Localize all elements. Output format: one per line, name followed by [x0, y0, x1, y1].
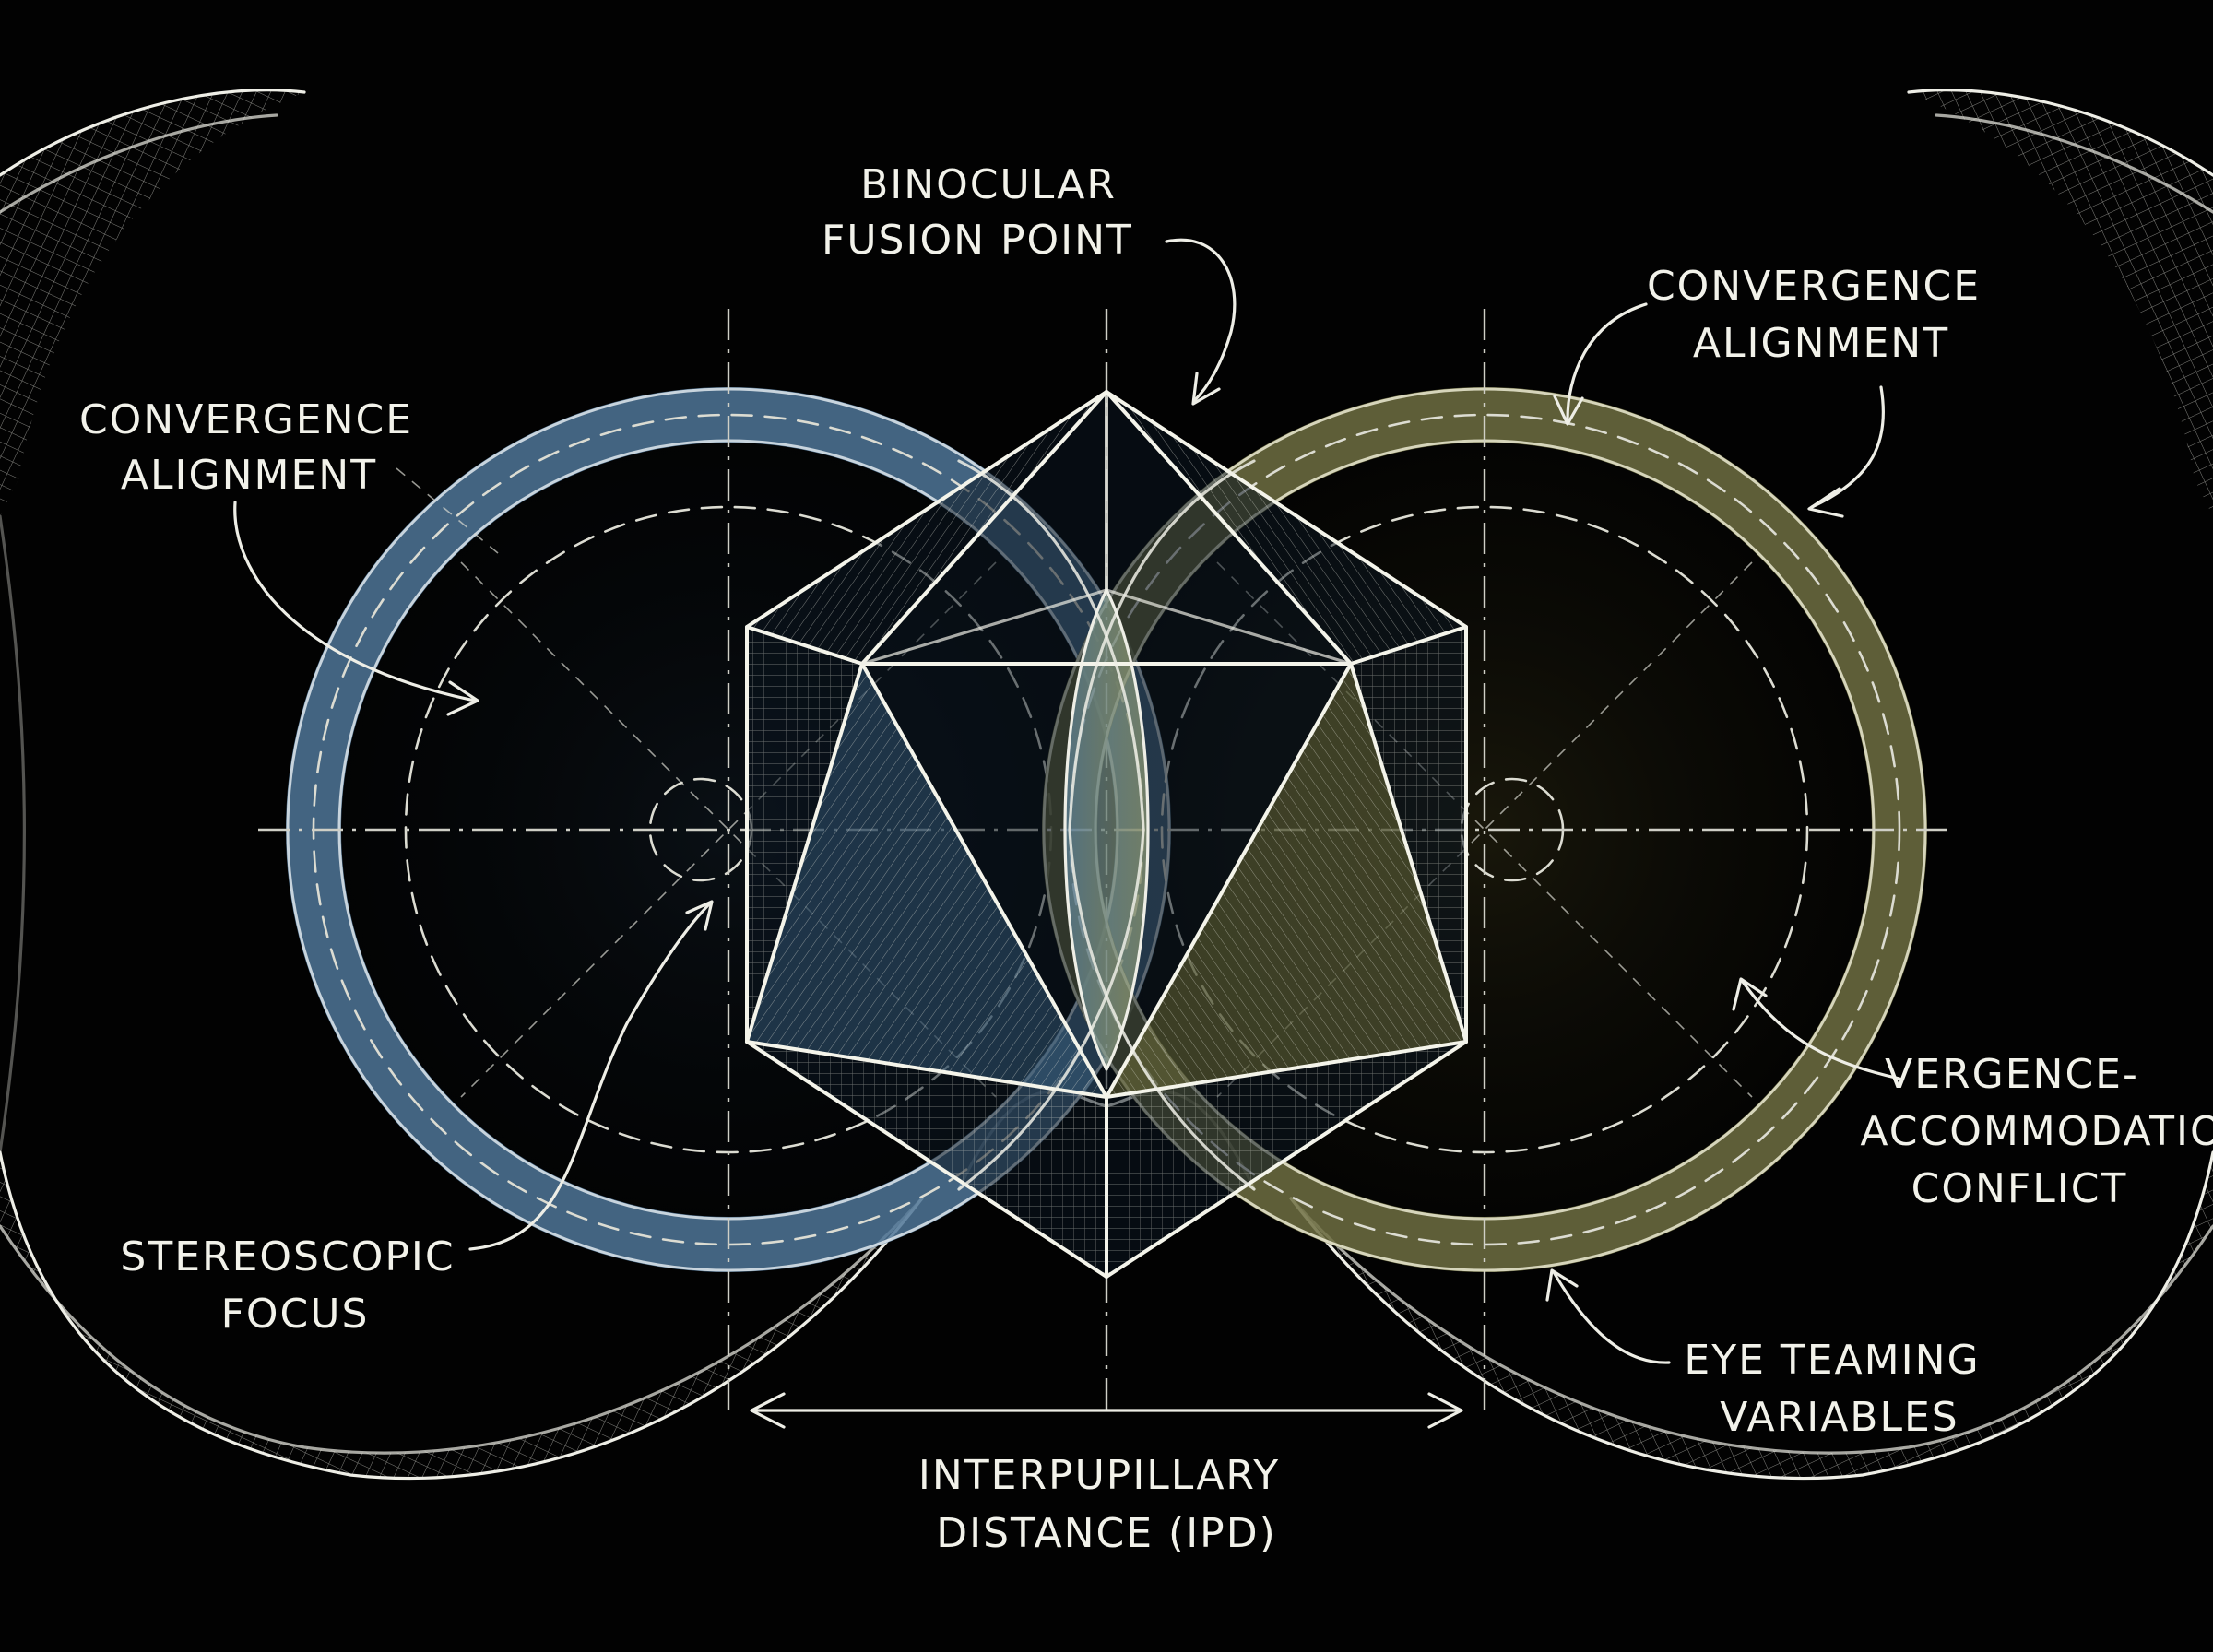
label-eye-teaming-variables: EYE TEAMING VARIABLES	[1684, 1337, 1994, 1441]
arrow-eye-teaming	[1554, 1272, 1669, 1363]
arrow-fusion-point	[1166, 240, 1235, 401]
label-stereoscopic-focus: STEREOSCOPIC FOCUS	[120, 1233, 469, 1338]
label-convergence-alignment-right: CONVERGENCE ALIGNMENT	[1647, 263, 1995, 367]
label-interpupillary-distance: INTERPUPILLARY DISTANCE (IPD)	[918, 1452, 1295, 1557]
label-binocular-fusion-point: BINOCULAR FUSION POINT	[822, 161, 1133, 264]
label-convergence-alignment-left: CONVERGENCE ALIGNMENT	[79, 396, 428, 499]
label-vergence-accommodation-conflict: VERGENCE- ACCOMMODATION CONFLICT	[1860, 1051, 2213, 1212]
